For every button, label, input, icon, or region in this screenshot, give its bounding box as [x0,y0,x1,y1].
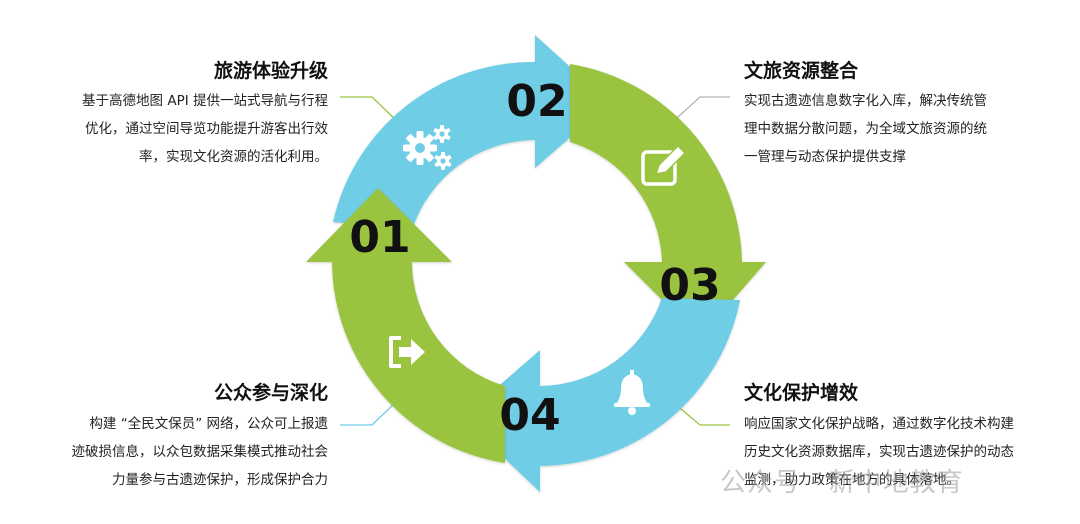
step-desc-03-line: 监测，助力政策在地方的具体落地。 [744,472,960,488]
arrow-segment-04 [462,298,740,492]
step-desc-01-line: 优化，通过空间导览功能提升游客出行效 [85,121,328,137]
step-desc-03-line: 响应国家文化保护战略，通过数字化技术构建 [744,416,1014,432]
sign-out-icon [389,336,425,368]
arrow-segment-03 [570,64,766,338]
step-desc-03: 响应国家文化保护战略，通过数字化技术构建 历史文化资源数据库，实现古遗迹保护的动… [744,410,1014,494]
bell-icon [614,370,650,415]
step-desc-04-line: 构建 “全民文保员” 网络，公众可上报遗 [89,416,328,432]
arrow-segment-02 [333,35,610,230]
step-desc-02: 实现古遗迹信息数字化入库，解决传统管 理中数据分散问题，为全域文旅资源的统 一管… [744,87,987,171]
step-desc-04-line: 力量参与古遗迹保护，形成保护合力 [112,472,328,488]
step-desc-01: 基于高德地图 API 提供一站式导航与行程 优化，通过空间导览功能提升游客出行效… [82,87,328,171]
step-desc-02-line: 理中数据分散问题，为全域文旅资源的统 [744,121,987,137]
connector-line-01 [340,96,401,125]
step-number-03: 03 [659,260,720,311]
step-title-01: 旅游体验升级 [213,60,328,82]
step-title-04: 公众参与深化 [213,382,328,404]
step-number-02: 02 [506,76,567,127]
step-title-02: 文旅资源整合 [744,60,859,82]
step-desc-02-line: 实现古遗迹信息数字化入库，解决传统管 [744,93,987,109]
watermark: 公众号 · 新中地教育 [720,468,964,498]
step-desc-04: 构建 “全民文保员” 网络，公众可上报遗 迹破损信息，以众包数据采集模式推动社会… [72,410,329,494]
step-desc-03-line: 历史文化资源数据库，实现古遗迹保护的动态 [744,444,1014,460]
gears-icon [403,125,452,170]
step-title-03: 文化保护增效 [744,382,859,404]
arrow-segment-01 [306,188,505,463]
step-number-04: 04 [499,390,560,441]
step-desc-01-line: 基于高德地图 API 提供一站式导航与行程 [82,93,328,109]
connector-line-04 [340,399,399,426]
step-number-01: 01 [349,212,410,263]
step-desc-01-line: 率，实现文化资源的活化利用。 [139,149,328,165]
connector-line-02 [667,96,730,127]
step-desc-02-line: 一管理与动态保护提供支撑 [744,149,906,165]
edit-icon [641,144,687,186]
step-desc-04-line: 迹破损信息，以众包数据采集模式推动社会 [71,444,329,460]
